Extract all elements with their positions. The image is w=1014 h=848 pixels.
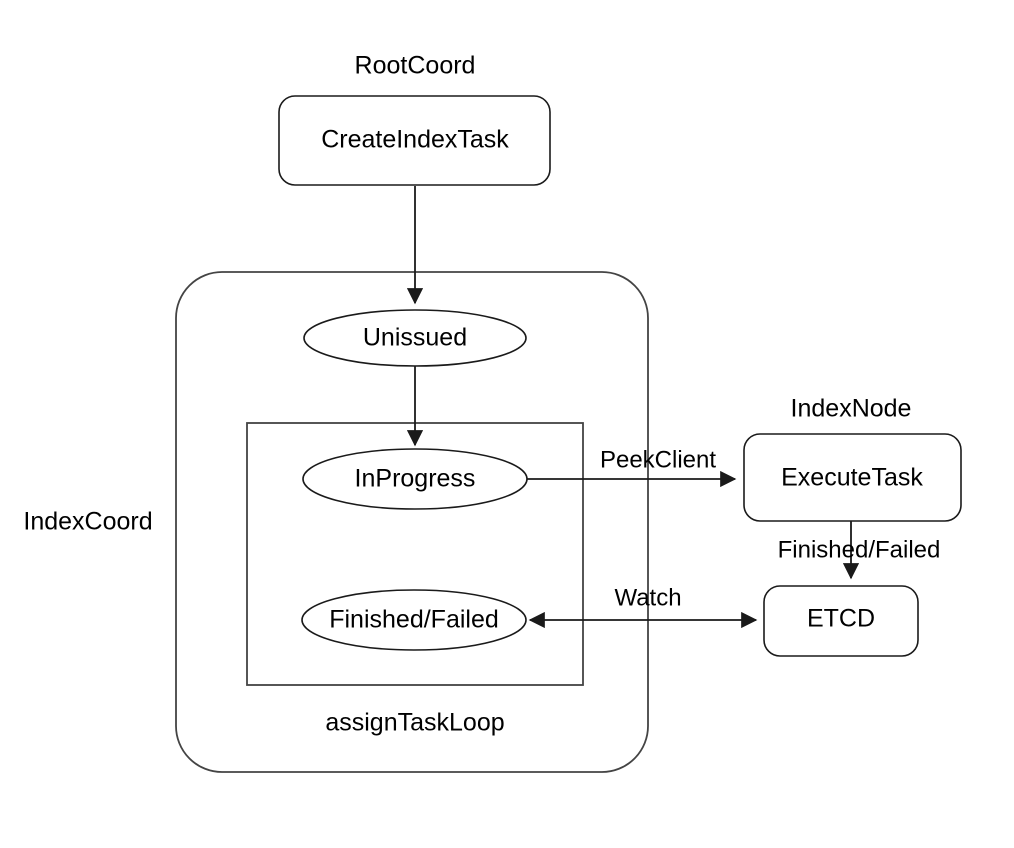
indexcoord-label: IndexCoord bbox=[23, 508, 152, 536]
group-rootcoord: RootCoord CreateIndexTask bbox=[278, 52, 551, 186]
edge-inprogress-to-executetask: PeekClient bbox=[527, 446, 737, 488]
rootcoord-label: RootCoord bbox=[355, 52, 476, 80]
edge-etcd-to-finishedfailed: Watch bbox=[528, 584, 758, 629]
etcd-label: ETCD bbox=[807, 605, 875, 633]
group-indexcoord: IndexCoord bbox=[23, 271, 649, 773]
execute-task-label: ExecuteTask bbox=[781, 464, 923, 492]
assigntaskloop-label: assignTaskLoop bbox=[325, 709, 504, 737]
unissued-ellipse[interactable] bbox=[303, 309, 527, 367]
node-inprogress[interactable]: InProgress bbox=[302, 448, 528, 510]
node-create-index-task[interactable]: CreateIndexTask bbox=[278, 95, 551, 186]
etcd-box[interactable] bbox=[763, 585, 919, 657]
edge-label-finished-failed: Finished/Failed bbox=[778, 536, 941, 563]
group-indexnode: IndexNode ExecuteTask bbox=[743, 395, 962, 522]
finished-failed-label: Finished/Failed bbox=[329, 606, 499, 634]
indexnode-label: IndexNode bbox=[791, 395, 912, 423]
node-etcd[interactable]: ETCD bbox=[763, 585, 919, 657]
node-finished-failed[interactable]: Finished/Failed bbox=[301, 589, 527, 651]
create-index-task-box[interactable] bbox=[278, 95, 551, 186]
edge-label-peekclient: PeekClient bbox=[600, 446, 716, 473]
edge-executetask-to-etcd: Finished/Failed bbox=[778, 521, 941, 580]
inprogress-ellipse[interactable] bbox=[302, 448, 528, 510]
inprogress-label: InProgress bbox=[355, 465, 476, 493]
edge-label-watch: Watch bbox=[614, 584, 681, 611]
node-execute-task[interactable]: ExecuteTask bbox=[743, 433, 962, 522]
execute-task-box[interactable] bbox=[743, 433, 962, 522]
create-index-task-label: CreateIndexTask bbox=[321, 126, 509, 154]
indexcoord-container bbox=[175, 271, 649, 773]
finished-failed-ellipse[interactable] bbox=[301, 589, 527, 651]
unissued-label: Unissued bbox=[363, 324, 467, 352]
node-unissued[interactable]: Unissued bbox=[303, 309, 527, 367]
